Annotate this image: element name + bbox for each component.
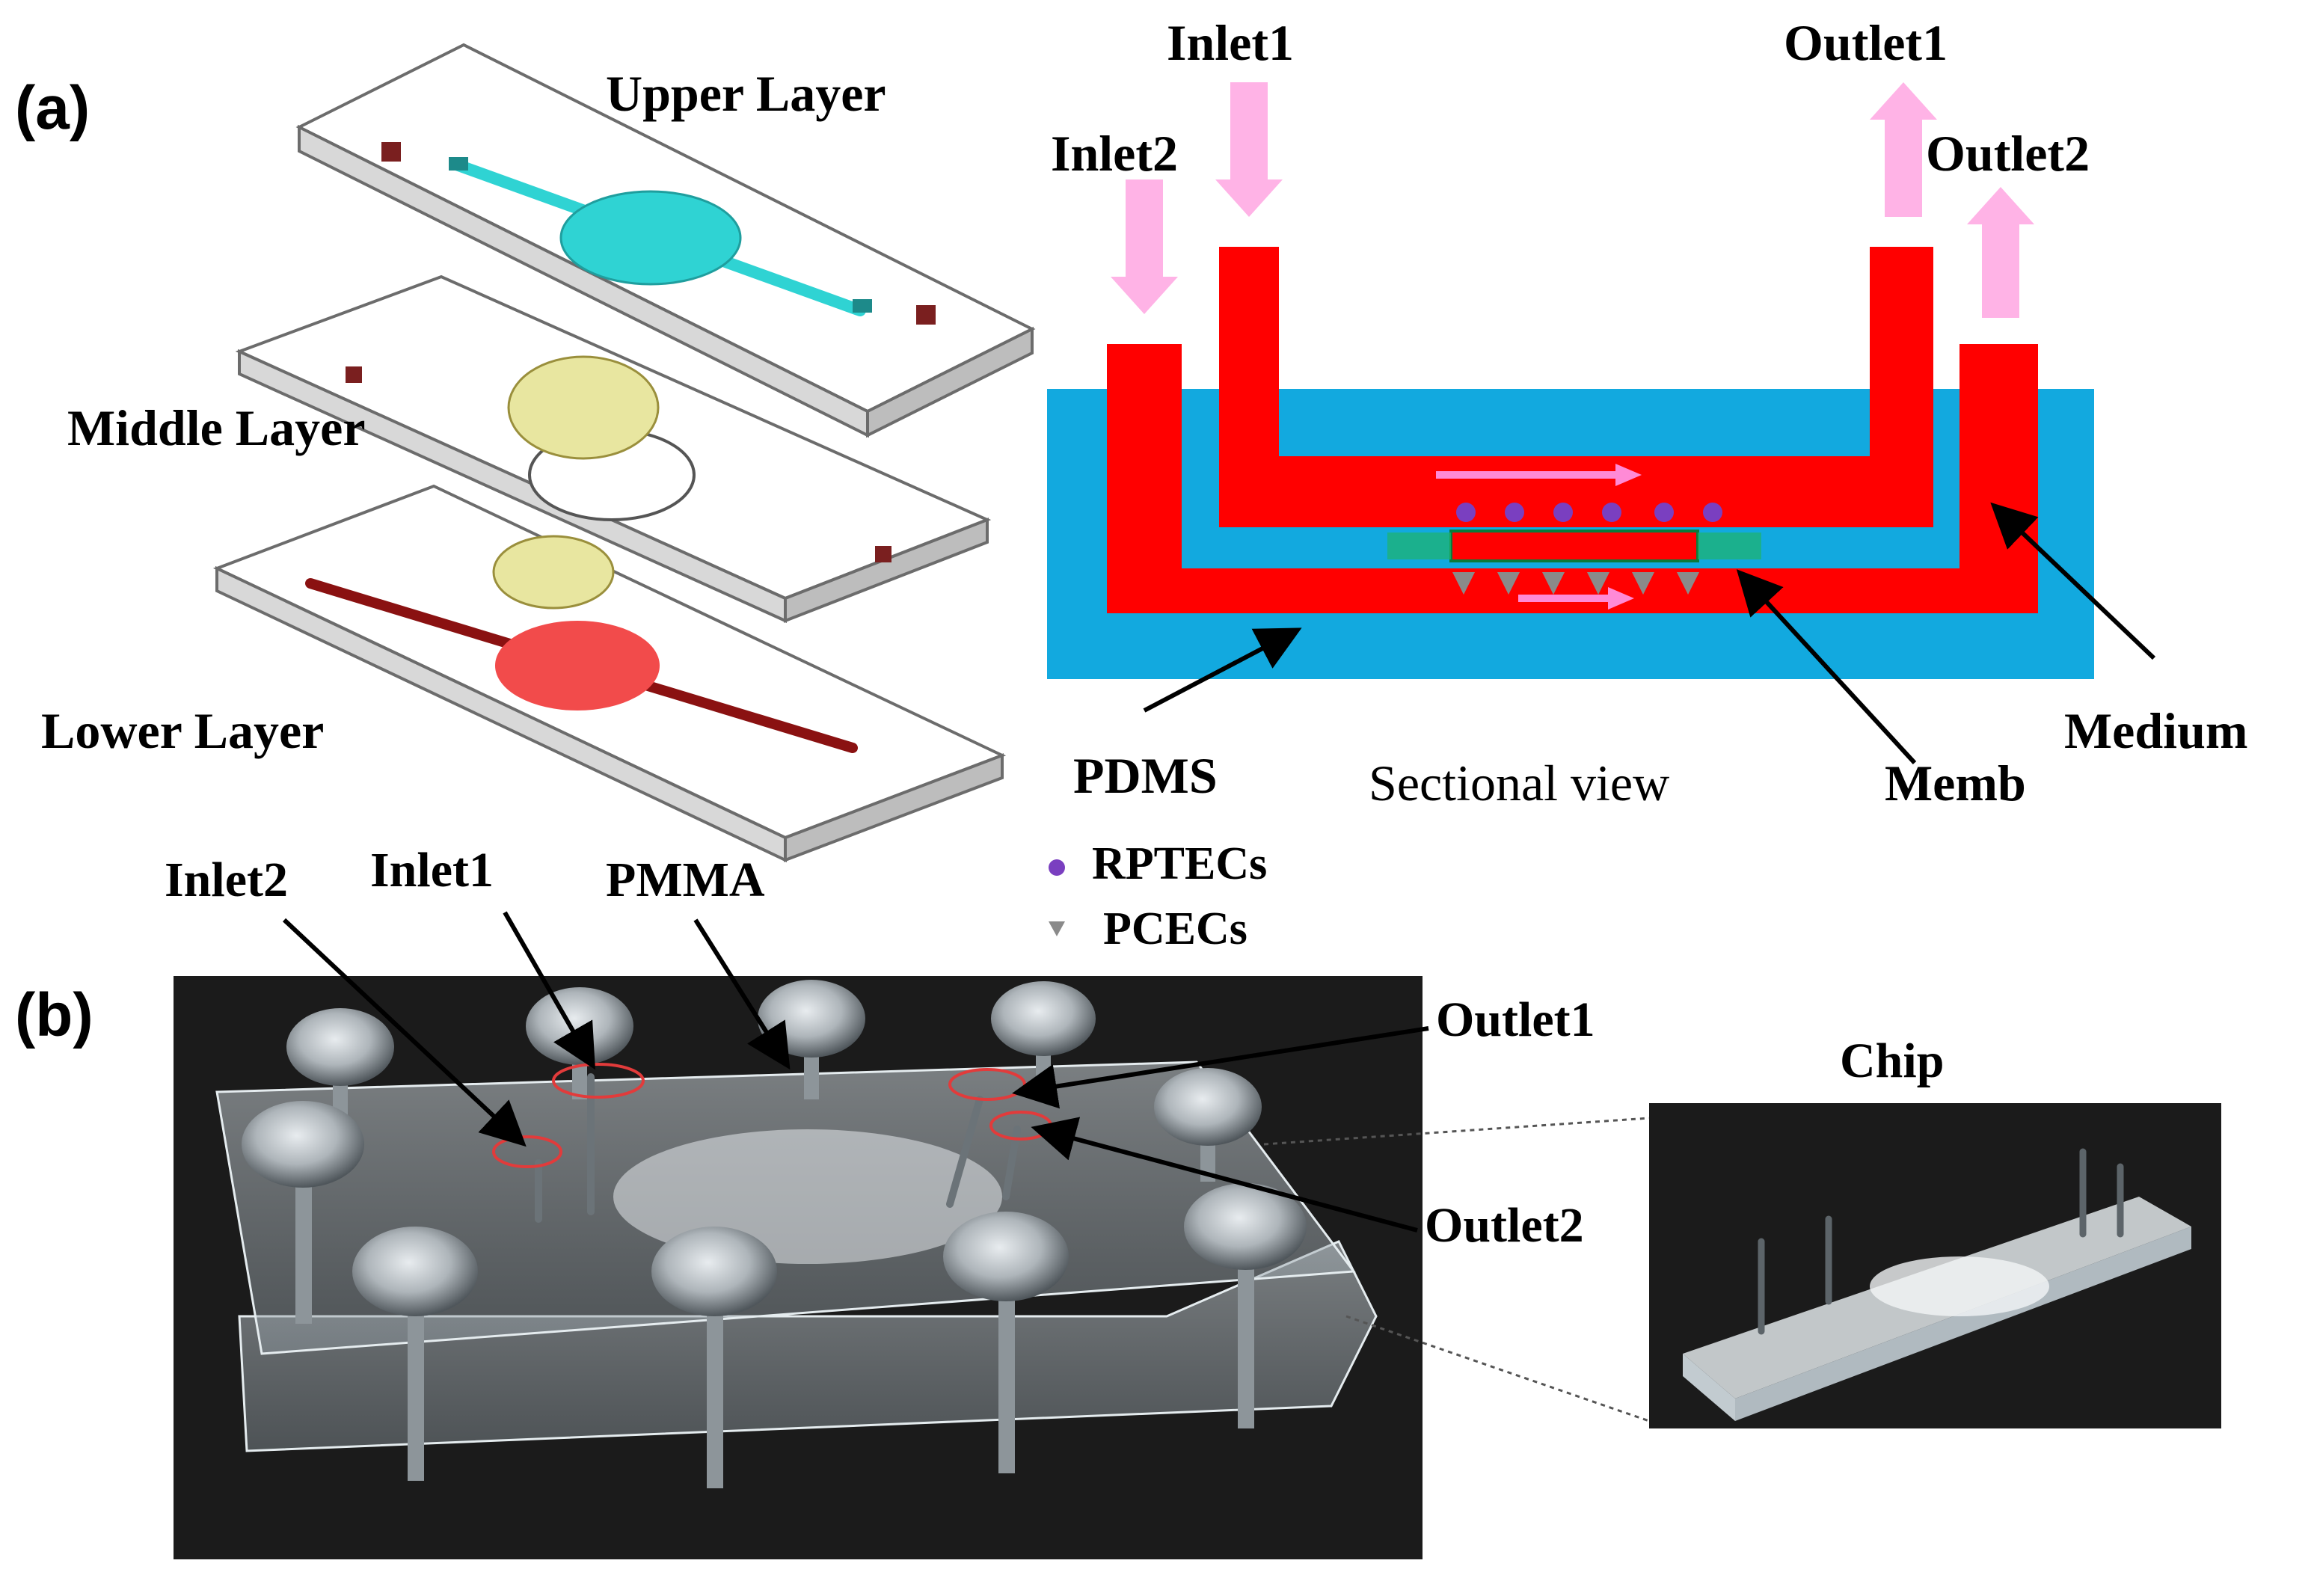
device-photo [174, 976, 1423, 1559]
memb-label: Memb [1885, 755, 2026, 811]
flow-arrows-internal [1436, 464, 1642, 610]
lower-layer-label: Lower Layer [41, 702, 324, 759]
upper-port-right [916, 305, 936, 325]
upper-port-left [381, 142, 401, 162]
zoom-line-top [1263, 1117, 1650, 1146]
outlet1-pointer [1012, 1026, 1429, 1109]
legend: RPTECs PCECs [1049, 838, 1267, 954]
pcec-cells [1452, 572, 1699, 595]
pdms-label: PDMS [1073, 747, 1218, 804]
upper-channel-medium [1219, 247, 1933, 527]
inlet1-pointer [503, 911, 595, 1070]
rptec-cells [1456, 503, 1722, 522]
upper-layer-label: Upper Layer [606, 65, 886, 122]
lower-layer-plate [212, 484, 1007, 863]
middle-membrane [507, 355, 660, 460]
outlet1-label-a: Outlet1 [1784, 14, 1948, 71]
panel-b-tag: (b) [15, 981, 93, 1049]
legend-rptecs-marker [1049, 859, 1065, 876]
inlet2-label-b: Inlet2 [165, 853, 288, 907]
inlet2-pointer [282, 918, 527, 1147]
legend-pcecs-label: PCECs [1103, 903, 1247, 954]
upper-chamber [559, 190, 742, 286]
inlet1-flow-arrow [1215, 82, 1283, 217]
outlet2-flow-arrow [1967, 187, 2034, 318]
pmma-pointer [693, 918, 791, 1070]
outlet1-label-b: Outlet1 [1436, 992, 1595, 1047]
inlet2-flow-arrow [1111, 179, 1178, 314]
chip-photo [1649, 1103, 2221, 1428]
inlet1-label-b: Inlet1 [370, 843, 494, 897]
membrane [1449, 530, 1699, 562]
panel-a-tag: (a) [15, 74, 90, 142]
medium-label: Medium [2064, 702, 2248, 759]
medium-pointer [1990, 502, 2156, 660]
outlet2-label-a: Outlet2 [1926, 125, 2090, 182]
outlet1-flow-arrow [1870, 82, 1937, 217]
sectional-view: Inlet1 Inlet2 Outlet1 Outlet2 PDMS Secti… [1047, 14, 2248, 954]
outlet2-label-b: Outlet2 [1425, 1198, 1584, 1253]
lower-membrane [492, 535, 615, 610]
outlet2-pointer [1031, 1117, 1418, 1233]
chip-label: Chip [1840, 1034, 1944, 1088]
pmma-label: PMMA [606, 853, 765, 907]
middle-port-left [346, 366, 362, 383]
pdms-pointer [1143, 627, 1302, 713]
middle-layer-plate [235, 274, 992, 624]
inlet1-label-a: Inlet1 [1167, 14, 1294, 71]
bolts [242, 980, 1307, 1488]
middle-port-right [875, 546, 891, 562]
legend-rptecs-label: RPTECs [1092, 838, 1267, 889]
sectional-view-caption: Sectional view [1369, 755, 1669, 811]
lower-channel-medium [1107, 344, 2038, 613]
lower-chamber [495, 621, 660, 710]
exploded-view: Upper Layer Middle Layer Lower Layer [41, 43, 1036, 863]
legend-pcecs-marker [1049, 921, 1065, 936]
inlet2-label-a: Inlet2 [1051, 125, 1178, 182]
upper-layer-plate [295, 43, 1036, 438]
middle-layer-label: Middle Layer [67, 399, 366, 456]
port-needles [535, 1073, 1021, 1223]
memb-pointer [1736, 569, 1917, 765]
